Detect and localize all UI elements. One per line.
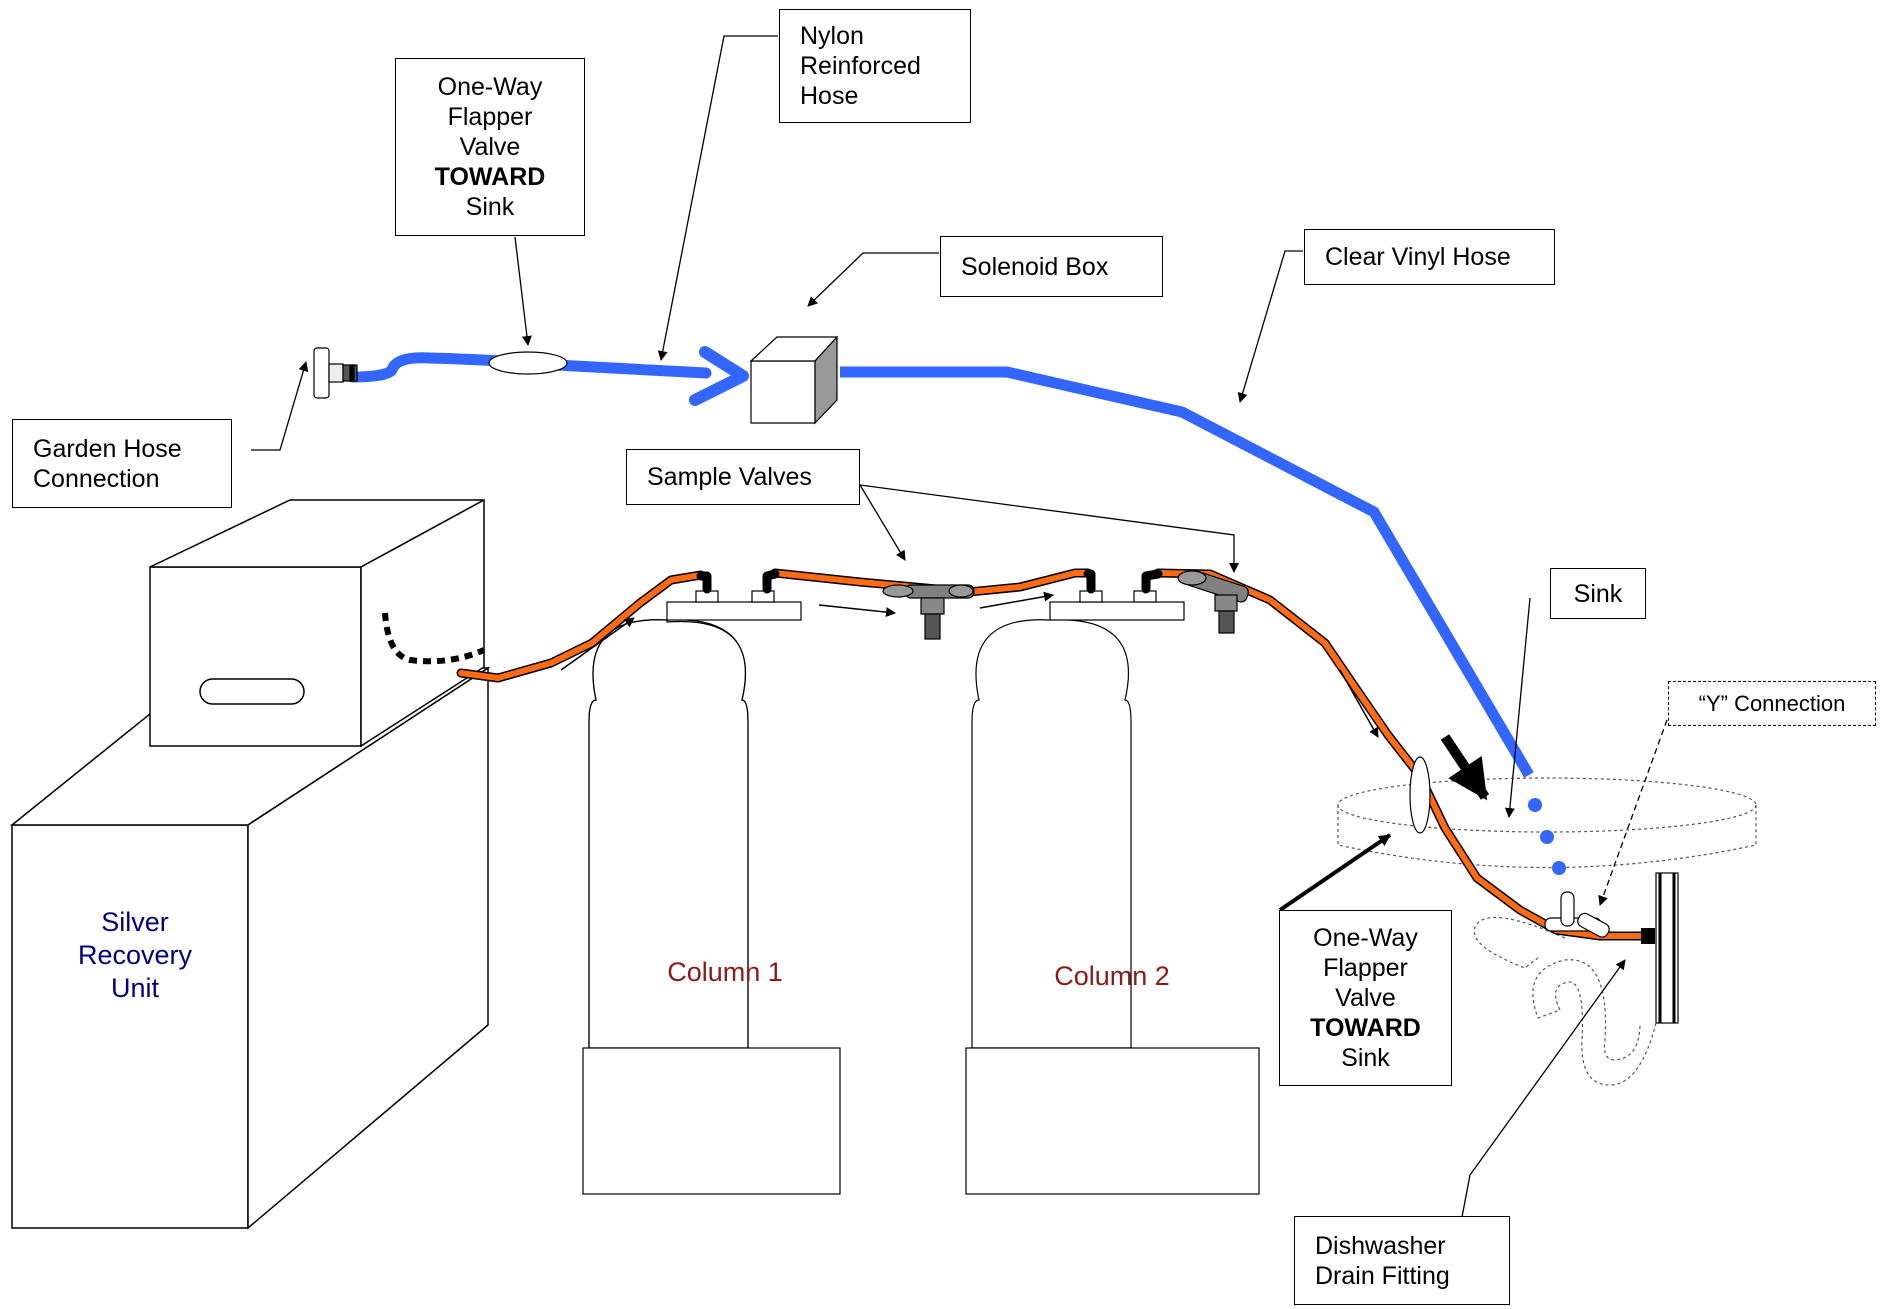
- sink-label-text: Sink: [1573, 579, 1623, 608]
- column-2-label: Column 2: [1032, 960, 1192, 993]
- flapper-top-line5: Sink: [465, 193, 515, 221]
- drain-branch: [1473, 916, 1566, 969]
- column-1-label: Column 1: [645, 956, 805, 989]
- unit-upper-side: [360, 498, 485, 748]
- nylon-reinforced-hose-label: Nylon Reinforced Hose: [779, 9, 971, 123]
- unit-label-line2: Recovery: [77, 940, 193, 970]
- dishwasher-label-line1: Dishwasher: [1315, 1231, 1446, 1260]
- flow-arrow: [560, 617, 635, 671]
- unit-label-line3: Unit: [110, 973, 159, 1003]
- garden-hose-label-line1: Garden Hose: [33, 434, 182, 463]
- sample-valves-label-text: Sample Valves: [647, 463, 812, 491]
- connector-flange: [313, 347, 330, 399]
- solenoid-box: [749, 335, 839, 425]
- nylon-label-line3: Hose: [800, 82, 859, 110]
- column-2-cap: [1049, 590, 1185, 621]
- flapper-valve-top: [488, 351, 568, 375]
- solenoid-box-label: Solenoid Box: [940, 236, 1163, 297]
- silver-recovery-unit-label: Silver Recovery Unit: [70, 906, 200, 1005]
- flapper-top-line4: TOWARD: [434, 163, 546, 191]
- water-drops: [1528, 798, 1566, 875]
- sample-valve-2: [1177, 569, 1249, 634]
- unit-handle: [199, 678, 305, 705]
- flapper-valve-top-label: One-Way Flapper Valve TOWARD Sink: [395, 58, 585, 236]
- flapper-bottom-line5: Sink: [1341, 1044, 1390, 1072]
- sample-valve-1: [882, 584, 975, 640]
- clear-vinyl-hose: [840, 366, 1534, 778]
- garden-hose-connection-label: Garden Hose Connection: [12, 419, 232, 508]
- unit-upper-front: [149, 566, 362, 747]
- flapper-bottom-line1: One-Way: [1313, 924, 1418, 952]
- column-1: [582, 619, 841, 1195]
- flow-arrow: [818, 604, 896, 618]
- silver-recovery-unit: [9, 498, 491, 1230]
- vinyl-label-text: Clear Vinyl Hose: [1325, 243, 1511, 271]
- column-2-base: [965, 1047, 1260, 1195]
- nylon-label-line2: Reinforced: [800, 52, 921, 80]
- unit-label-line1: Silver: [101, 907, 169, 937]
- clear-vinyl-hose-label: Clear Vinyl Hose: [1304, 229, 1555, 285]
- flow-arrow: [1339, 669, 1379, 738]
- dishwasher-label-line2: Drain Fitting: [1315, 1261, 1450, 1290]
- flow-arrow-large: [1440, 734, 1490, 801]
- flapper-bottom-line2: Flapper: [1323, 954, 1408, 982]
- y-connection-label: “Y” Connection: [1668, 681, 1876, 726]
- column-2-label-text: Column 2: [1054, 961, 1170, 991]
- flapper-top-line3: Valve: [459, 133, 521, 161]
- p-trap: [1532, 959, 1657, 1086]
- column-2-top-plate: [1049, 601, 1185, 621]
- garden-hose-label-line2: Connection: [33, 464, 160, 493]
- flapper-top-line2: Flapper: [447, 103, 533, 131]
- column-1-cap: [666, 590, 802, 621]
- sample-valves-label: Sample Valves: [626, 449, 860, 505]
- sink-label: Sink: [1550, 568, 1646, 619]
- unit-lower-side: [247, 666, 489, 1230]
- y-connection: [1544, 891, 1610, 938]
- flapper-bottom-line4: TOWARD: [1310, 1014, 1421, 1042]
- column-1-top-plate: [666, 601, 802, 621]
- column-1-port-out: [751, 590, 775, 603]
- column-2: [965, 619, 1260, 1195]
- y-connection-label-text: “Y” Connection: [1698, 690, 1846, 716]
- flapper-top-line1: One-Way: [437, 73, 543, 101]
- callout-leaders: [251, 35, 1668, 1218]
- flapper-valve-bottom: [1409, 756, 1431, 834]
- flow-arrows: [560, 591, 1490, 801]
- column-1-label-text: Column 1: [667, 957, 783, 987]
- flapper-bottom-line3: Valve: [1335, 984, 1396, 1012]
- dishwasher-drain-fitting-label: Dishwasher Drain Fitting: [1294, 1216, 1510, 1305]
- column-1-base: [582, 1047, 841, 1195]
- nylon-label-line1: Nylon: [800, 22, 864, 50]
- sink-rim: [1337, 777, 1757, 833]
- flapper-valve-bottom-label: One-Way Flapper Valve TOWARD Sink: [1279, 910, 1452, 1086]
- dishwasher-drain-fitting: [1641, 928, 1655, 944]
- flow-arrow: [979, 591, 1054, 609]
- sink: [1337, 777, 1757, 1086]
- unit-lower-front: [11, 824, 249, 1229]
- solenoid-label-text: Solenoid Box: [961, 252, 1109, 281]
- garden-hose-connector: [313, 347, 358, 399]
- internal-tubing-dotted: [382, 612, 486, 665]
